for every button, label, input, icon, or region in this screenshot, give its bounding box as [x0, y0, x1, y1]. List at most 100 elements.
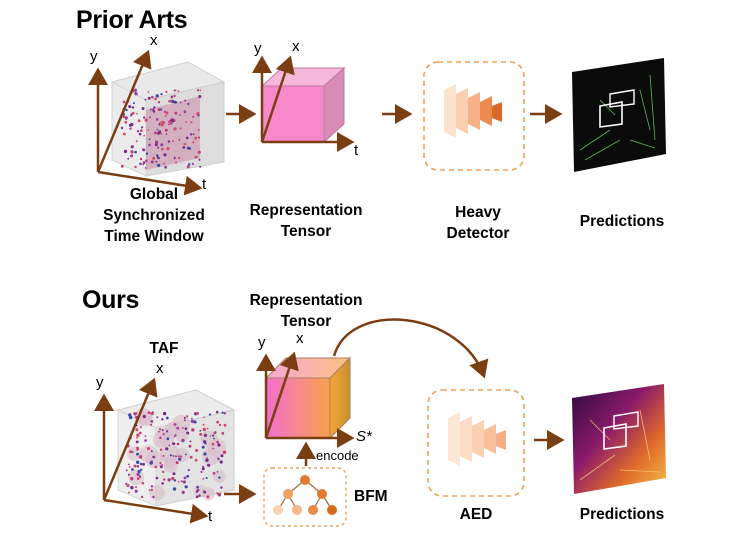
- event-dot: [134, 150, 137, 154]
- event-dot: [165, 90, 168, 93]
- event-dot: [184, 99, 187, 102]
- event-dot: [132, 102, 135, 105]
- event-dot: [164, 165, 168, 169]
- prior-tensor-axes: [252, 55, 355, 152]
- event-dot: [197, 136, 200, 139]
- event-dot: [136, 472, 140, 477]
- event-dot: [177, 455, 180, 458]
- prior-tensor-label-line-1: Representation: [249, 202, 363, 219]
- event-dot: [202, 465, 204, 468]
- event-dot: [183, 110, 187, 114]
- prior-t-label: t: [202, 176, 207, 193]
- event-dot: [173, 157, 176, 160]
- event-dot: [147, 128, 150, 131]
- event-dot: [190, 419, 195, 423]
- event-dot: [208, 413, 211, 416]
- event-dot: [126, 483, 130, 488]
- prior-tensor-label: Representation Tensor: [236, 200, 376, 242]
- event-dot: [195, 449, 199, 452]
- prior-axes: [88, 49, 203, 196]
- event-dot: [136, 465, 140, 468]
- event-dot: [183, 419, 186, 421]
- event-dot: [190, 121, 193, 124]
- event-dot: [136, 433, 140, 437]
- event-dot: [135, 486, 138, 489]
- event-dot: [206, 427, 209, 430]
- event-dot: [163, 153, 167, 157]
- event-dot: [131, 106, 135, 109]
- event-dot: [191, 417, 193, 420]
- event-dot: [127, 463, 130, 466]
- event-dot: [142, 462, 146, 466]
- event-dot: [212, 447, 214, 450]
- event-dot: [219, 423, 222, 427]
- event-dot: [163, 110, 166, 113]
- event-dot: [181, 490, 185, 494]
- event-dot: [174, 111, 178, 115]
- event-dot: [189, 133, 193, 136]
- event-dot: [156, 416, 159, 419]
- event-dot: [194, 136, 198, 140]
- event-dot: [163, 478, 166, 481]
- event-dot: [135, 140, 138, 143]
- event-dot: [153, 106, 156, 109]
- event-dot: [184, 427, 188, 430]
- event-dot: [154, 97, 157, 101]
- event-dot: [171, 99, 175, 103]
- event-dot: [150, 420, 154, 423]
- event-dot: [211, 442, 215, 446]
- event-dot: [177, 90, 180, 92]
- event-dot: [173, 479, 177, 482]
- event-dot: [185, 121, 188, 123]
- event-dot: [161, 464, 164, 466]
- taf-blob: [128, 469, 145, 486]
- event-dot: [216, 471, 219, 473]
- event-dot: [136, 130, 140, 133]
- event-dot: [131, 468, 134, 471]
- event-dot: [164, 114, 167, 117]
- event-dot: [149, 108, 152, 111]
- event-dot: [144, 435, 147, 437]
- event-dot: [155, 476, 159, 480]
- event-dot: [158, 123, 161, 126]
- event-dot: [192, 115, 195, 118]
- event-dot: [161, 429, 164, 431]
- event-dot: [156, 128, 159, 131]
- prior-x-label: x: [150, 32, 158, 49]
- event-dot: [205, 458, 209, 462]
- event-dot: [182, 427, 184, 429]
- event-dot: [131, 145, 134, 148]
- event-dot: [174, 89, 177, 92]
- taf-blob: [175, 447, 190, 463]
- prior-tensor-label-line-2: Tensor: [280, 223, 332, 240]
- event-dot: [198, 129, 200, 131]
- event-dot: [216, 440, 219, 444]
- event-dot: [149, 423, 153, 426]
- event-dot: [141, 463, 143, 465]
- event-dot: [199, 89, 202, 92]
- event-dot: [156, 156, 160, 159]
- event-dot: [205, 477, 208, 479]
- event-dot: [199, 429, 202, 432]
- event-dot: [191, 428, 195, 432]
- event-dot: [220, 454, 224, 458]
- event-dot: [139, 431, 142, 435]
- s-star-label: S*: [356, 428, 372, 445]
- event-dot: [161, 482, 164, 485]
- event-dot: [179, 101, 182, 104]
- event-dot: [160, 143, 164, 147]
- event-dot: [142, 414, 146, 419]
- window-label: Global Synchronized Time Window: [84, 184, 224, 247]
- event-dot: [154, 465, 157, 469]
- event-dot: [201, 445, 205, 449]
- event-dot: [154, 140, 159, 144]
- event-dot: [172, 472, 176, 476]
- event-dot: [157, 430, 160, 433]
- event-dot: [123, 132, 126, 136]
- event-dot: [192, 141, 195, 144]
- event-dot: [152, 156, 156, 160]
- ours-predictions-image: [572, 384, 666, 494]
- event-dot: [149, 116, 152, 119]
- event-dot: [189, 440, 192, 443]
